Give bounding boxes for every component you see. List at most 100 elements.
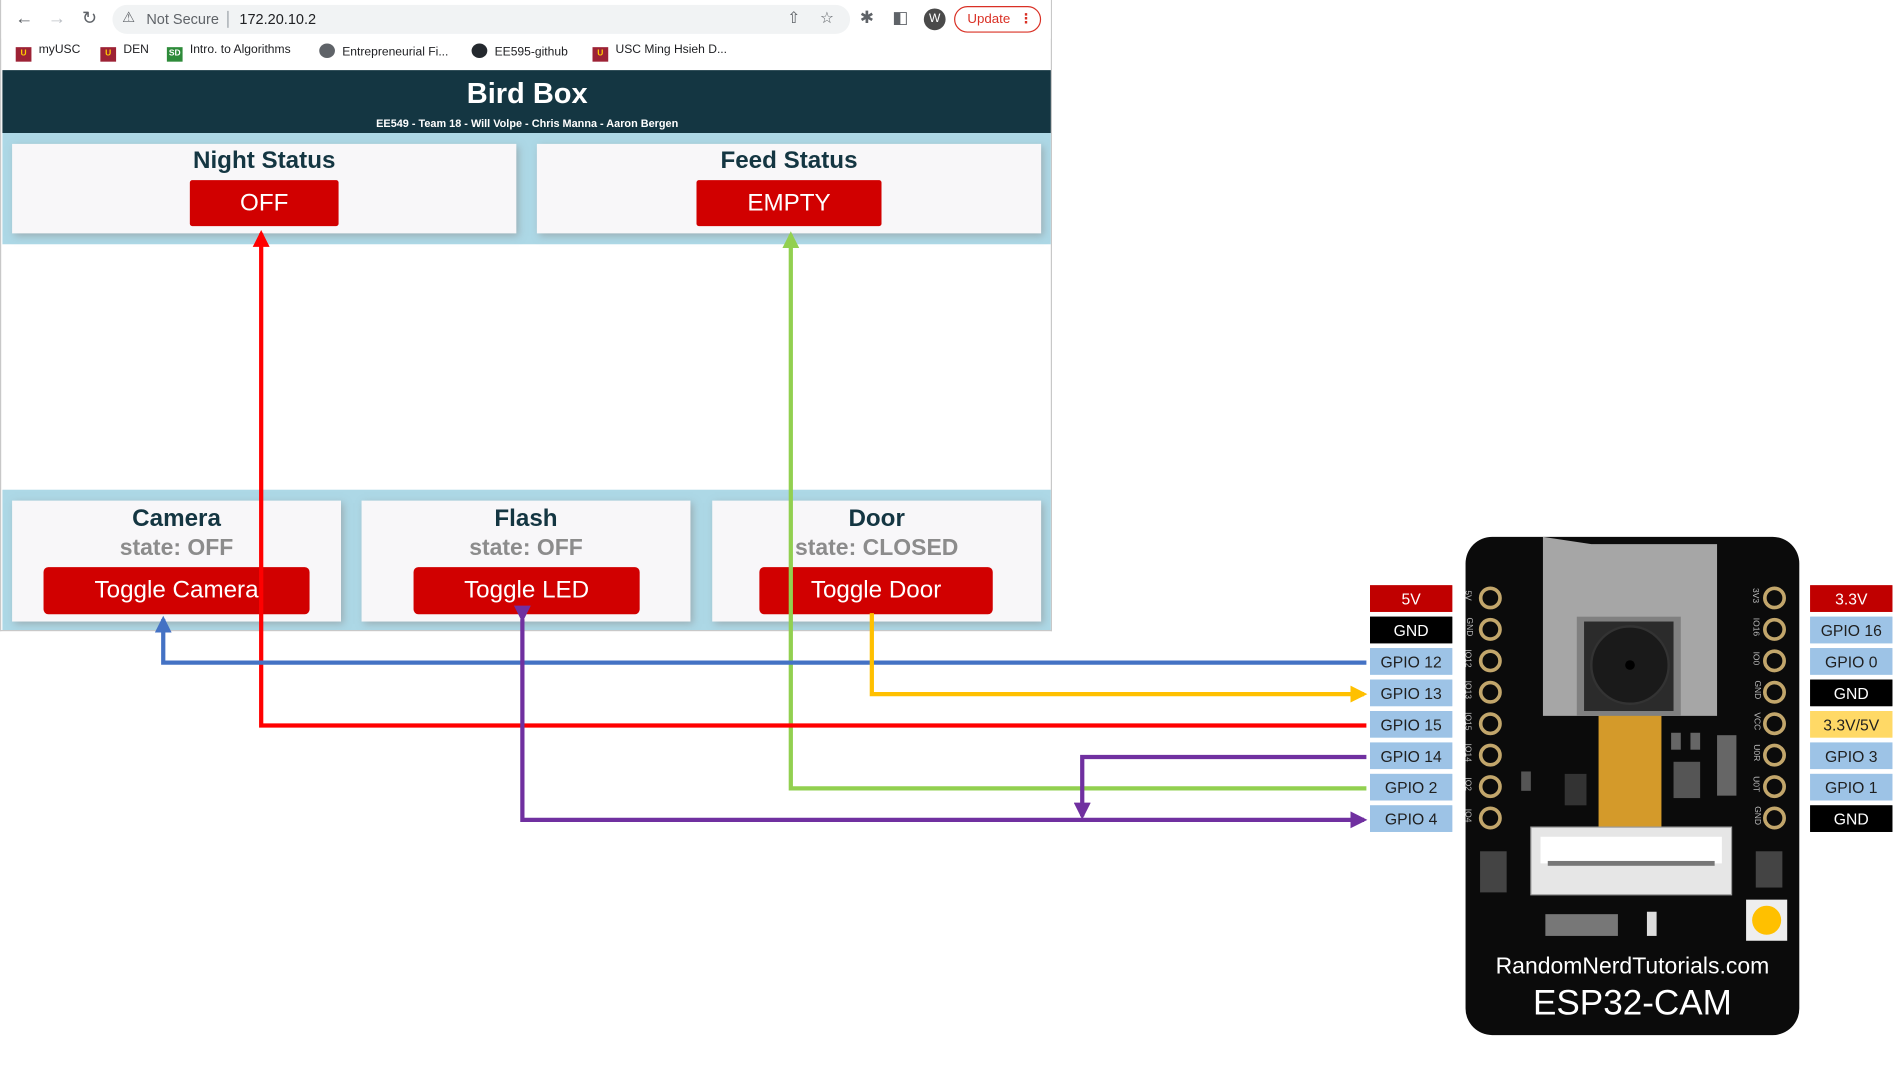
bookmark-usc-ming-hsieh[interactable]: U USC Ming Hsieh D... [592, 43, 728, 62]
pin-label-gpio4: GPIO 4 [1370, 805, 1453, 832]
update-label: Update [967, 12, 1011, 27]
globe-icon [319, 43, 335, 59]
esp32-cam-board: 5V GND IO12 IO13 IO15 IO14 IO2 IO4 3V3 I… [1463, 536, 1800, 1036]
door-state: state: CLOSED [794, 535, 959, 562]
silk-gnd-r2: GND [1752, 806, 1761, 826]
bookmark-algorithms[interactable]: SD Intro. to Algorithms [166, 43, 291, 62]
pin-label-gpio0: GPIO 0 [1810, 648, 1893, 675]
github-icon [471, 43, 488, 59]
bookmark-label: USC Ming Hsieh D... [615, 43, 728, 57]
camera-state: state: OFF [119, 535, 234, 562]
wire-camera-gpio12 [154, 615, 1367, 665]
usc-logo-icon: U [15, 47, 32, 62]
toggle-camera-button[interactable]: Toggle Camera [43, 567, 310, 615]
pin-label-3v3: 3.3V [1810, 585, 1893, 612]
flash-led [1752, 905, 1782, 935]
pin-label-gnd-right: GND [1810, 679, 1893, 707]
profile-avatar[interactable]: W [923, 8, 946, 31]
pin-label-gpio14: GPIO 14 [1370, 742, 1453, 770]
pin-hole [1763, 617, 1786, 641]
bookmark-github[interactable]: EE595-github [471, 43, 568, 59]
bookmark-label: myUSC [38, 43, 81, 57]
silk-3v3: 3V3 [1750, 587, 1760, 604]
flash-state: state: OFF [469, 535, 583, 562]
browser-toolbar: ← → ↻ ⚠ Not Secure 172.20.10.2 ⇧ ☆ ✱ ◧ W… [1, 0, 1051, 39]
pin-hole [1763, 743, 1786, 767]
smd-array [1545, 914, 1618, 936]
smd-button [1480, 851, 1507, 893]
pin-hole [1478, 586, 1502, 610]
update-button[interactable]: Update ⋮ [954, 6, 1042, 33]
wire-feed-status-gpio2 [782, 231, 1367, 791]
share-icon[interactable]: ⇧ [787, 8, 801, 27]
extensions-icon[interactable]: ✱ [859, 7, 874, 27]
usc-logo-icon: U [592, 47, 609, 62]
pin-label-gpio13: GPIO 13 [1370, 679, 1453, 707]
smd-component [1646, 911, 1657, 936]
silk-io2: IO2 [1463, 777, 1472, 791]
silk-u0r: U0R [1751, 744, 1761, 762]
pin-hole [1478, 743, 1502, 767]
feed-status-title: Feed Status [720, 147, 858, 175]
smd-component [1671, 732, 1681, 750]
wire-led-gpio4 [513, 605, 1368, 829]
page-header: Bird Box EE549 - Team 18 - Will Volpe - … [2, 70, 1051, 134]
page-title: Bird Box [466, 77, 588, 111]
silk-vcc: VCC [1751, 712, 1761, 731]
bookmark-label: Intro. to Algorithms [189, 43, 291, 57]
pin-hole [1478, 775, 1502, 799]
address-bar[interactable]: ⚠ Not Secure 172.20.10.2 ⇧ ☆ [112, 4, 851, 34]
pin-label-gpio2: GPIO 2 [1370, 773, 1453, 801]
pin-hole [1478, 649, 1502, 673]
pin-label-gnd-left: GND [1370, 616, 1453, 644]
pin-label-vcc: 3.3V/5V [1810, 711, 1893, 738]
site-logo-icon: SD [166, 47, 183, 62]
camera-title: Camera [132, 505, 221, 533]
lens-center [1625, 660, 1635, 670]
pin-label-5v: 5V [1370, 585, 1453, 612]
smd-chip [1564, 773, 1587, 806]
pin-hole [1763, 806, 1786, 830]
wire-night-status-gpio15 [252, 229, 1367, 728]
smd-button [1755, 851, 1783, 888]
bookmark-label: Entrepreneurial Fi... [342, 45, 449, 60]
forward-icon[interactable]: → [47, 8, 66, 30]
back-icon[interactable]: ← [15, 8, 34, 30]
camera-card: Camera state: OFF Toggle Camera [12, 500, 341, 622]
silk-u0t: U0T [1751, 776, 1760, 793]
pin-label-gnd-right-2: GND [1810, 805, 1893, 832]
security-label: Not Secure [146, 10, 219, 28]
silk-io0: IO0 [1751, 651, 1760, 666]
page-subtitle: EE549 - Team 18 - Will Volpe - Chris Man… [376, 117, 679, 130]
silk-gnd-r: GND [1752, 680, 1761, 700]
fpc-pins [1547, 860, 1715, 866]
pin-label-gpio1: GPIO 1 [1810, 773, 1893, 801]
door-card: Door state: CLOSED Toggle Door [712, 500, 1042, 622]
address-separator [227, 10, 229, 28]
side-panel-icon[interactable]: ◧ [892, 7, 909, 27]
bookmark-star-icon[interactable]: ☆ [819, 8, 834, 27]
feed-status-card: Feed Status EMPTY [536, 143, 1042, 234]
smd-component [1521, 771, 1531, 791]
reload-icon[interactable]: ↻ [81, 8, 98, 30]
warning-icon: ⚠ [122, 8, 136, 26]
door-title: Door [848, 505, 905, 533]
feed-status-value: EMPTY [696, 180, 882, 227]
pin-hole [1763, 649, 1786, 673]
smd-array [1717, 735, 1737, 796]
bookmark-entrepreneurial[interactable]: Entrepreneurial Fi... [319, 43, 449, 60]
pin-hole [1478, 617, 1502, 641]
pin-label-gpio3: GPIO 3 [1810, 742, 1893, 770]
pin-hole [1478, 806, 1502, 830]
pin-hole [1763, 586, 1786, 610]
silk-io12: IO12 [1463, 649, 1472, 668]
silk-gnd: GND [1464, 617, 1474, 637]
wire-door-gpio13 [869, 613, 1368, 703]
pin-label-gpio15: GPIO 15 [1370, 711, 1453, 738]
night-status-card: Night Status OFF [12, 143, 517, 234]
silk-io14: IO14 [1463, 743, 1472, 762]
